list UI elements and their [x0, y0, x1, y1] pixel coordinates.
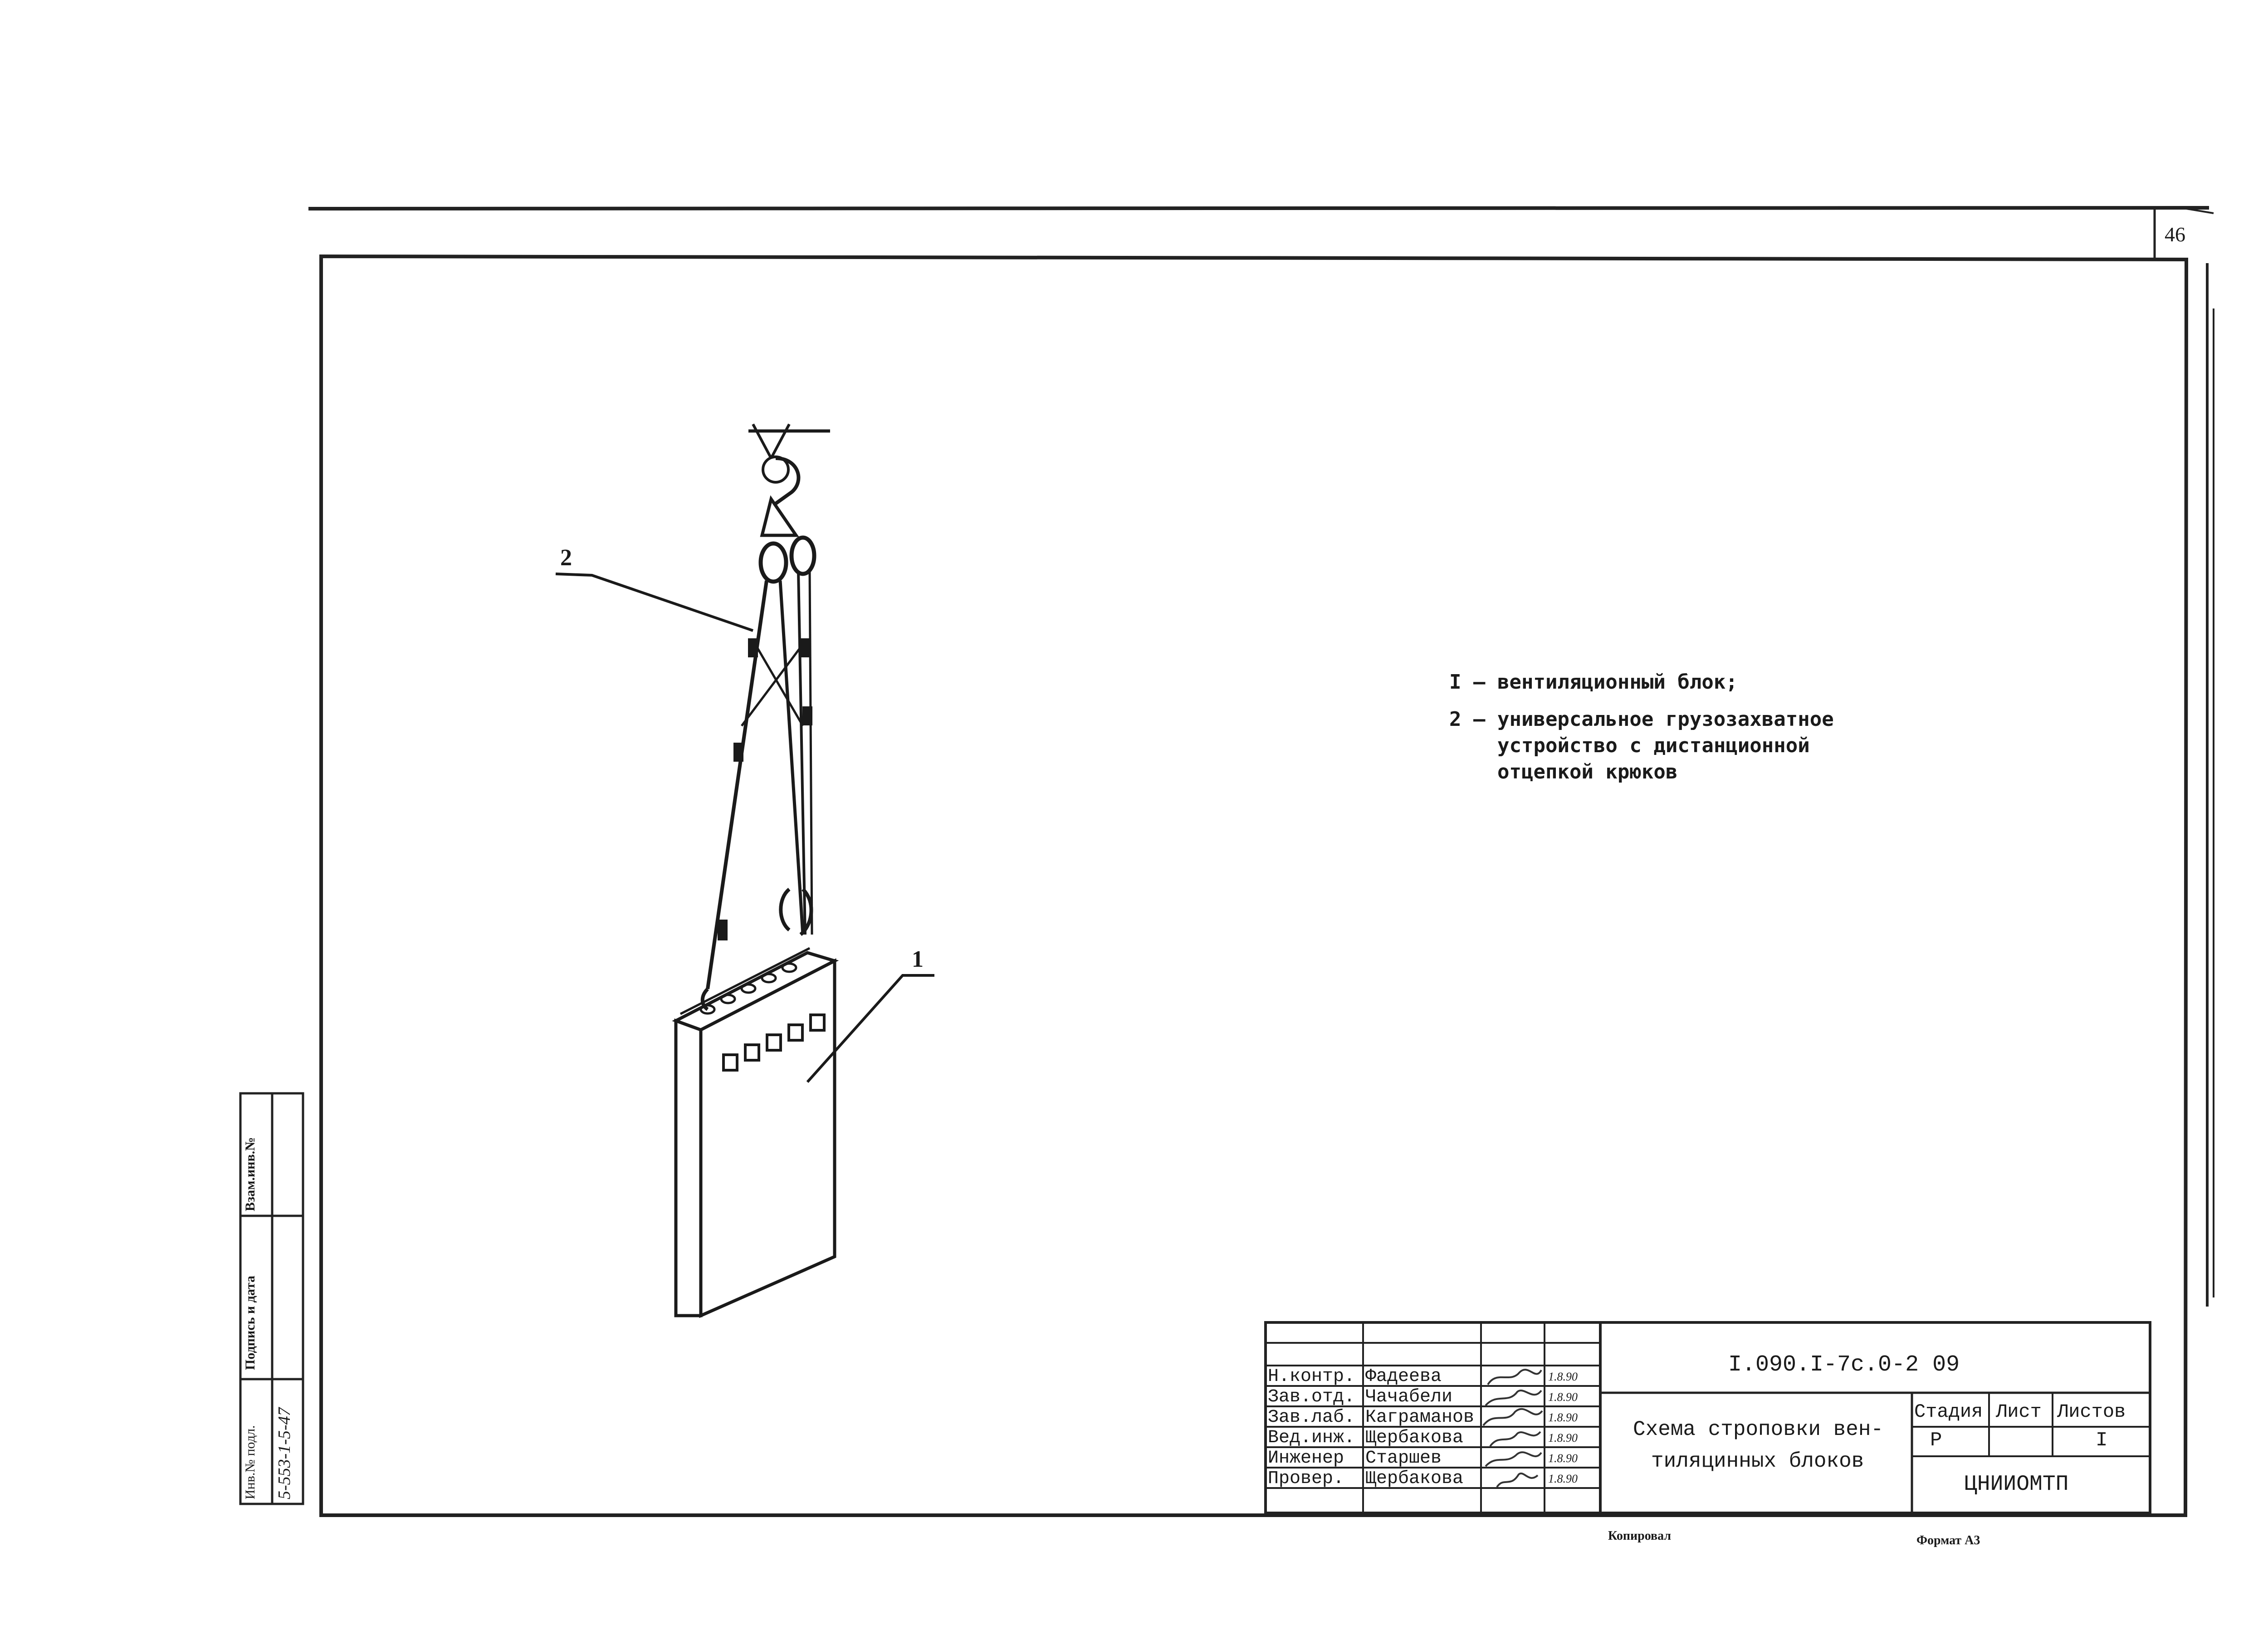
- side-stamp-replace-label: Взам.инв.№: [243, 1137, 258, 1211]
- block-side-openings: [722, 1013, 826, 1072]
- organization-name: ЦНИИОМТП: [1964, 1472, 2069, 1497]
- side-stamp-inv-value: 5-553-1-5-47: [275, 1407, 294, 1499]
- sheet-frame: [308, 206, 2214, 1517]
- legend-item-2-number: 2: [1449, 708, 1461, 731]
- side-stamp: [239, 1092, 304, 1505]
- signature-row: Вед.инж. Щербакова 1.8.90: [1268, 1428, 1601, 1448]
- signature-row: Н.контр. Фадеева 1.8.90: [1268, 1366, 1601, 1387]
- stage-header: Стадия: [1914, 1401, 1983, 1423]
- signature-name: Каграманов: [1365, 1407, 1475, 1428]
- signature-row: Провер. Щербакова 1.8.90: [1268, 1469, 1601, 1489]
- signature-role: Провер.: [1268, 1469, 1344, 1489]
- signature-name: Старшев: [1365, 1448, 1442, 1469]
- signature-row: Инженер Старшев 1.8.90: [1268, 1448, 1601, 1469]
- signature-name: Щербакова: [1365, 1428, 1464, 1448]
- signature-date: 1.8.90: [1548, 1411, 1578, 1424]
- signature-role: Инженер: [1268, 1448, 1344, 1469]
- drawing-title-line2: тиляцинных блоков: [1651, 1449, 1864, 1473]
- signature-role: Зав.лаб.: [1268, 1407, 1355, 1428]
- callout-label-2: 2: [560, 545, 572, 571]
- signature-date: 1.8.90: [1548, 1431, 1578, 1444]
- legend-item-2-line2: устройство с дистанционной: [1497, 734, 1810, 757]
- side-stamp-inv-label: Инв.№ подл.: [243, 1425, 258, 1499]
- sheets-header: Листов: [2057, 1401, 2126, 1423]
- lifting-device: [700, 423, 830, 1011]
- legend-item-2-line1: универсальное грузозахватное: [1497, 708, 1834, 731]
- signature-date: 1.8.90: [1548, 1452, 1578, 1465]
- signature-role: Зав.отд.: [1268, 1387, 1355, 1407]
- legend-item-1: I – вентиляционный блок;: [1449, 669, 1834, 695]
- legend-item-2: 2 – универсальное грузозахватное: [1449, 706, 1834, 733]
- page-number: 46: [2165, 223, 2185, 246]
- legend: I – вентиляционный блок; 2 – универсальн…: [1449, 669, 1834, 785]
- handwritten-signatures: [1482, 1369, 1543, 1488]
- signature-role: Вед.инж.: [1268, 1428, 1355, 1448]
- signature-date: 1.8.90: [1548, 1370, 1578, 1383]
- footer-copied: Копировал: [1608, 1529, 1672, 1543]
- ventilation-block: [672, 947, 839, 1318]
- sheet-header: Лист: [1996, 1401, 2042, 1423]
- sheets-value: I: [2096, 1429, 2108, 1452]
- legend-item-1-text: вентиляционный блок;: [1497, 671, 1738, 694]
- signature-name: Фадеева: [1365, 1366, 1442, 1387]
- stage-value: Р: [1930, 1429, 1942, 1452]
- block-top-openings: [699, 962, 797, 1015]
- legend-dash: –: [1473, 671, 1497, 694]
- signature-role: Н.контр.: [1268, 1366, 1355, 1387]
- signature-row: Зав.отд. Чачабели 1.8.90: [1268, 1387, 1601, 1407]
- side-stamp-sign-label: Подпись и дата: [243, 1275, 258, 1370]
- drawing-title-line1: Схема строповки вен-: [1633, 1418, 1884, 1441]
- callout-label-1: 1: [912, 946, 924, 972]
- signature-date: 1.8.90: [1548, 1390, 1578, 1404]
- footer-format: Формат А3: [1916, 1533, 1980, 1547]
- leader-lines: [555, 573, 934, 1083]
- signature-name: Чачабели: [1365, 1387, 1453, 1407]
- title-block-grid: [1264, 1321, 2151, 1514]
- legend-dash: –: [1473, 708, 1497, 731]
- signature-name: Щербакова: [1365, 1469, 1464, 1489]
- legend-item-2-line3: отцепкой крюков: [1497, 760, 1678, 783]
- signature-date: 1.8.90: [1548, 1472, 1578, 1485]
- legend-item-1-number: I: [1449, 671, 1461, 694]
- signature-row: Зав.лаб. Каграманов 1.8.90: [1268, 1407, 1601, 1428]
- drawing-designation: I.090.I-7c.0-2 09: [1728, 1352, 1960, 1378]
